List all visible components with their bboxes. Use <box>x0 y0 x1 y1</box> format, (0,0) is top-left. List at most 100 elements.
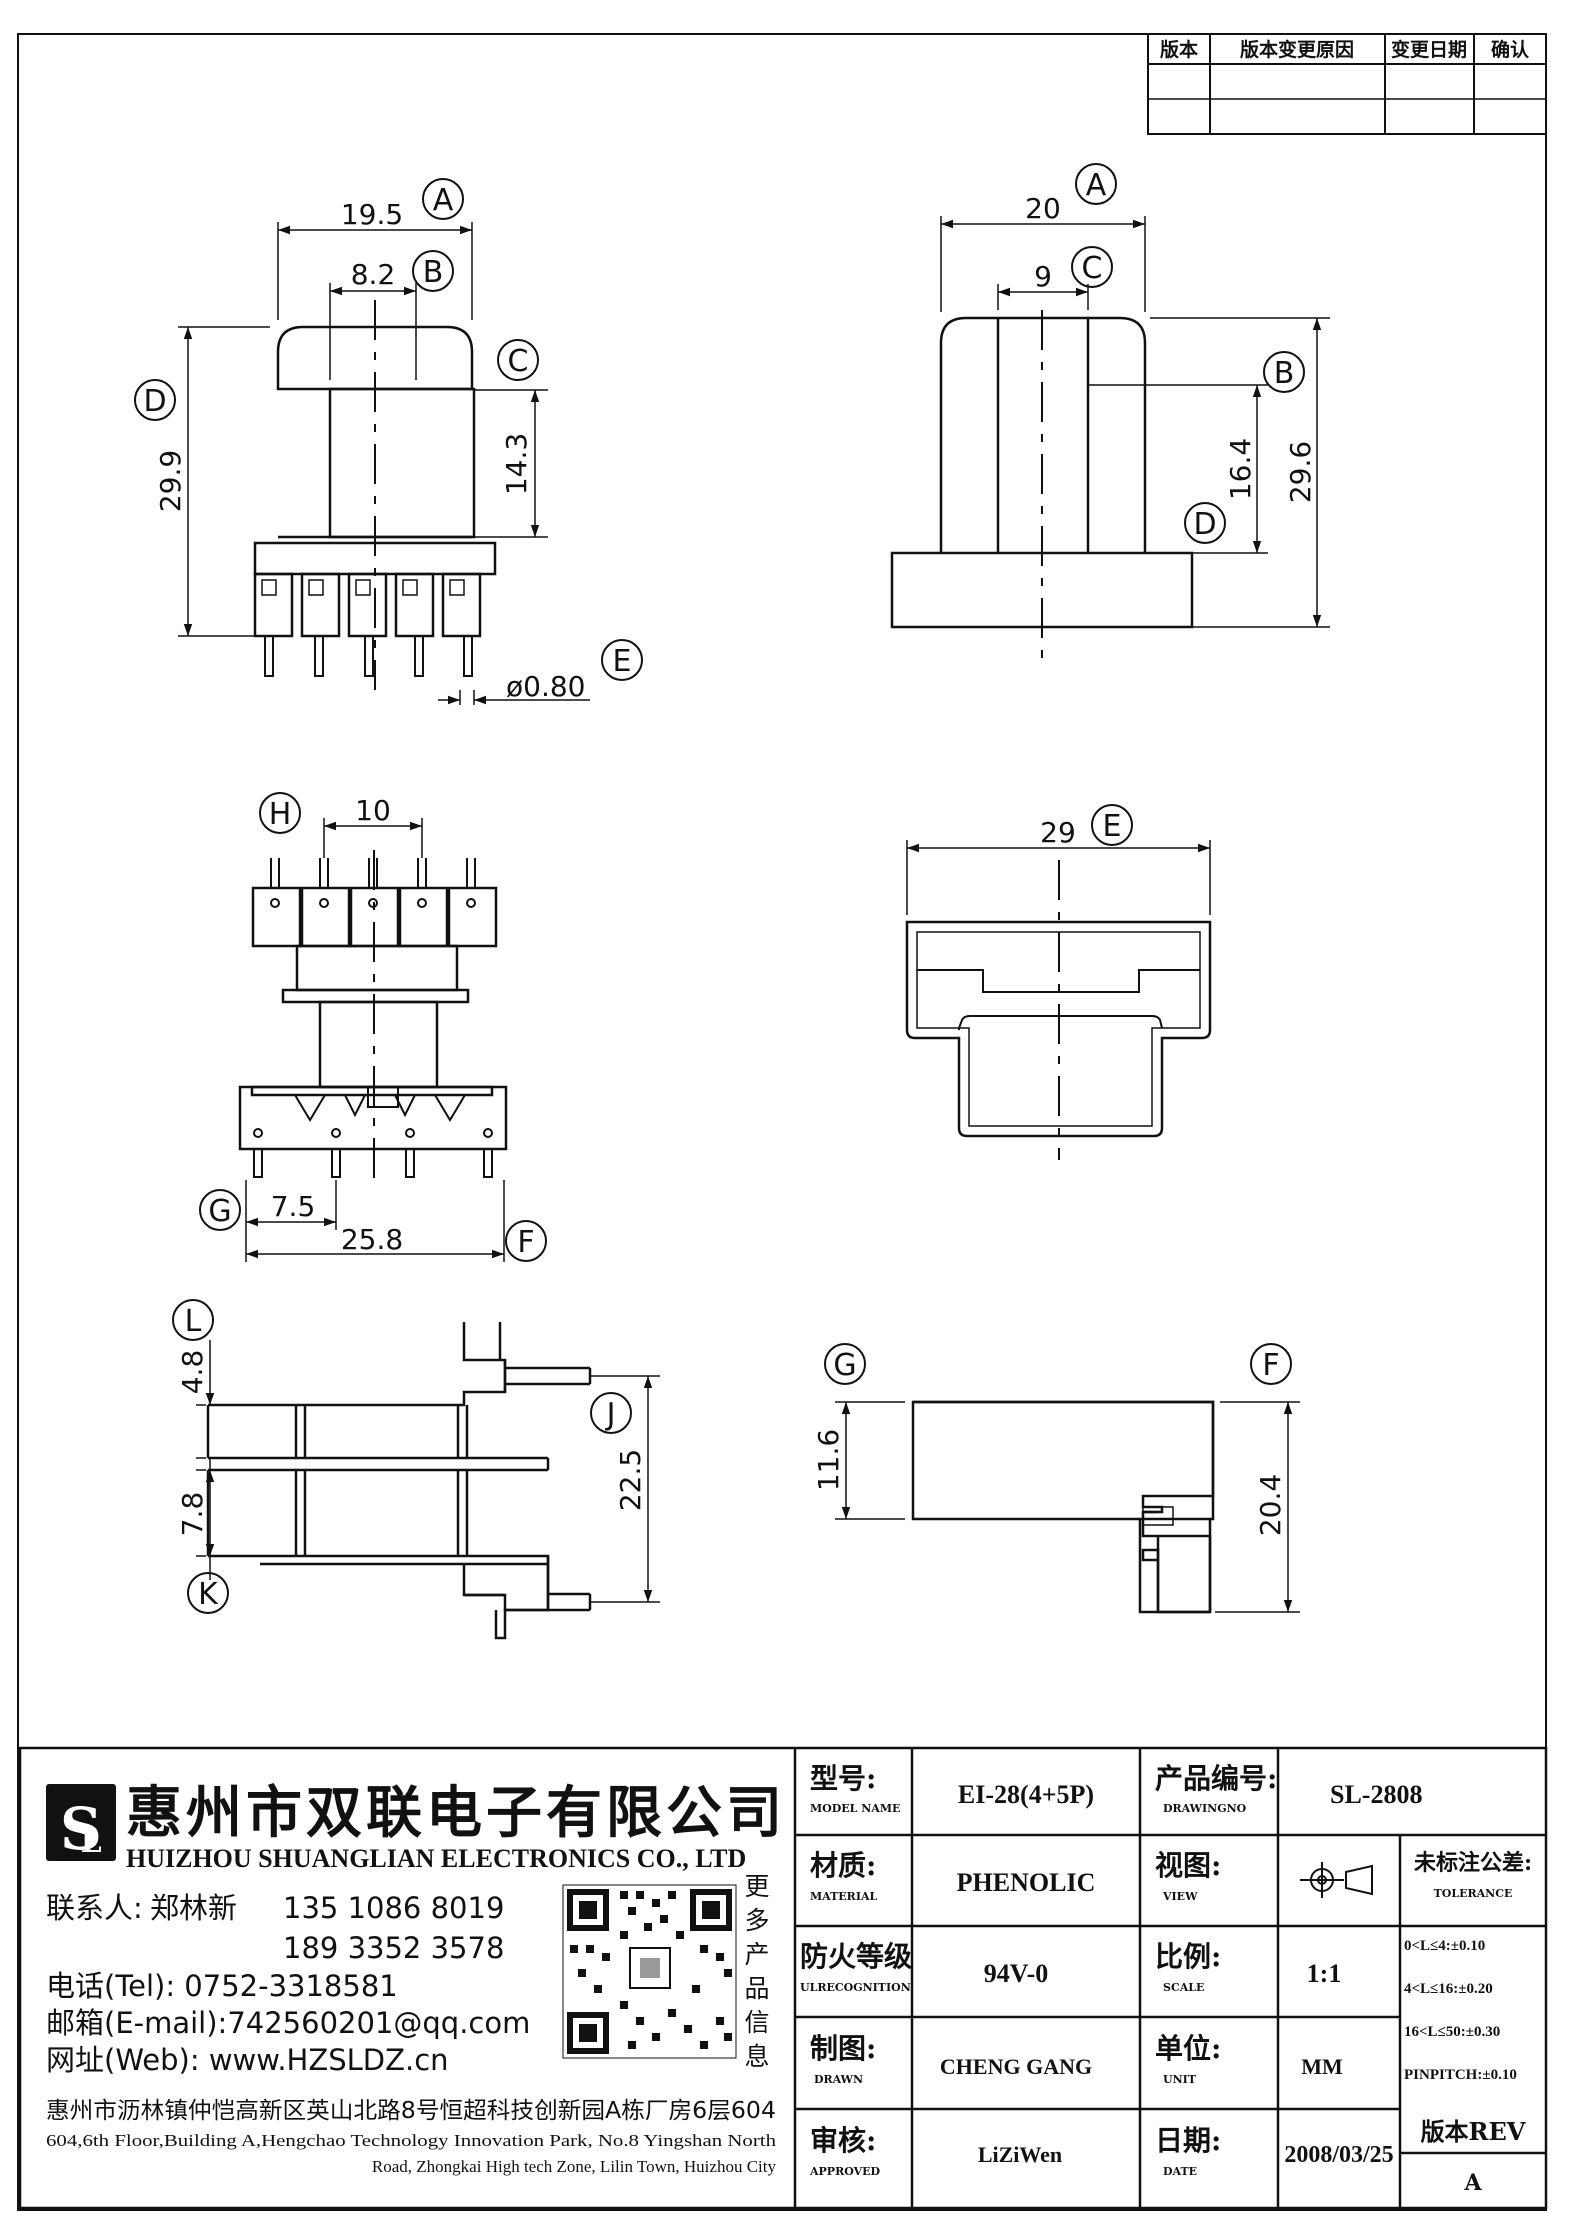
dim-bottom-row-start: 7.5 <box>271 1190 316 1223</box>
value-flame: 94V-0 <box>984 1959 1049 1988</box>
bubble-b-front: B <box>423 255 444 290</box>
front-view <box>253 300 497 690</box>
more-info-char-6: 息 <box>744 2042 769 2071</box>
more-info-char-2: 多 <box>744 1906 769 1935</box>
value-scale: 1:1 <box>1307 1959 1342 1988</box>
top-view-dimensions <box>906 840 1211 915</box>
label-drawing-no: 产品编号: <box>1155 1762 1277 1795</box>
right-profile-bubbles <box>824 1343 1292 1385</box>
company-name-en: HUIZHOU SHUANGLIAN ELECTRONICS CO., LTD <box>126 1844 746 1873</box>
front-view-bubbles <box>134 178 643 681</box>
svg-text:L: L <box>80 1825 101 1860</box>
value-approved: LiZiWen <box>978 2142 1062 2167</box>
label-drawing-no-en: DRAWINGNO <box>1163 1802 1247 1815</box>
bubble-d-side: D <box>1193 507 1216 542</box>
label-drawn-en: DRAWN <box>814 2073 863 2086</box>
label-view: 视图: <box>1155 1849 1221 1882</box>
label-tolerance-en: TOLERANCE <box>1434 1887 1513 1900</box>
label-tolerance: 未标注公差: <box>1414 1850 1532 1876</box>
more-info-char-1: 更 <box>744 1872 769 1901</box>
address-en-line-1: 604,6th Floor,Building A,Hengchao Techno… <box>46 2131 777 2150</box>
contact-tel: 电话(Tel): 0752-3318581 <box>46 1969 398 2003</box>
bubble-j-left: J <box>605 1397 616 1432</box>
dim-side-window-height: 16.4 <box>1224 438 1257 500</box>
top-view <box>905 860 1212 1160</box>
rev-header-confirm: 确认 <box>1491 38 1529 61</box>
more-info-char-4: 品 <box>744 1974 769 2003</box>
value-model: EI-28(4+5P) <box>958 1780 1094 1809</box>
dim-right-total-height: 20.4 <box>1254 1474 1287 1536</box>
rev-header-reason: 版本变更原因 <box>1240 38 1354 61</box>
label-scale: 比例: <box>1155 1940 1221 1973</box>
company-logo: S L <box>46 1784 116 1863</box>
bubble-c-front: C <box>508 344 529 379</box>
bubble-h-bottom: H <box>269 797 292 832</box>
dim-left-lower-height: 7.8 <box>176 1492 209 1537</box>
dim-left-upper-height: 4.8 <box>176 1350 209 1395</box>
value-date: 2008/03/25 <box>1284 2142 1393 2168</box>
side-view <box>890 310 1194 660</box>
projection-symbol-icon <box>1300 1862 1373 1898</box>
label-rev: 版本REV <box>1421 2117 1526 2146</box>
dim-front-total-height: 29.9 <box>154 450 187 512</box>
dim-right-height: 11.6 <box>812 1429 845 1491</box>
dim-top-width: 29 <box>1040 816 1076 849</box>
contact-phone-1: 135 1086 8019 <box>283 1891 504 1925</box>
more-info-char-3: 产 <box>744 1940 769 1969</box>
left-profile-dimensions <box>196 1340 660 1603</box>
tolerance-row-2: 4<L≤16:±0.20 <box>1404 1981 1493 1997</box>
bottom-view-dimensions <box>245 818 505 1262</box>
bubble-f-bottom: F <box>517 1225 534 1260</box>
bottom-view-bubbles <box>199 792 547 1262</box>
label-drawn: 制图: <box>810 2032 876 2065</box>
rev-header-version: 版本 <box>1160 38 1198 61</box>
bubble-b-side: B <box>1274 356 1295 391</box>
label-approved-en: APPROVED <box>809 2165 881 2178</box>
company-name-cn: 惠州市双联电子有限公司 <box>126 1780 786 1846</box>
bubble-k-left: K <box>198 1577 219 1612</box>
front-view-dimensions <box>178 222 590 705</box>
revision-table: 版本 版本变更原因 变更日期 确认 <box>1147 33 1547 135</box>
label-date-en: DATE <box>1163 2165 1197 2178</box>
right-profile-dimensions <box>835 1401 1300 1613</box>
qr-code <box>562 1884 737 2059</box>
dim-bottom-total-width: 25.8 <box>341 1223 403 1256</box>
dim-bottom-pin-pitch: 10 <box>355 794 391 827</box>
label-approved: 审核: <box>810 2124 876 2157</box>
right-profile-view <box>911 1400 1215 1614</box>
contact-phone-2: 189 3352 3578 <box>283 1931 504 1965</box>
bubble-g-right: G <box>833 1348 856 1383</box>
label-date: 日期: <box>1155 2124 1221 2157</box>
address-en-line-2: Road, Zhongkai High tech Zone, Lilin Tow… <box>372 2157 777 2176</box>
address-cn: 惠州市沥林镇仲恺高新区英山北路8号恒超科技创新园A栋厂房6层604 <box>46 2098 776 2124</box>
dim-front-window-height: 14.3 <box>500 433 533 495</box>
dim-side-width: 20 <box>1025 192 1061 225</box>
contact-name: 郑林新 <box>150 1891 237 1925</box>
bottom-view <box>238 850 508 1180</box>
dim-pin-diameter: ø0.80 <box>506 670 585 703</box>
bubble-c-side: C <box>1082 251 1103 286</box>
title-block-frame <box>18 1746 1548 2210</box>
bubble-e-top: E <box>1103 809 1122 844</box>
value-rev: A <box>1463 2170 1482 2196</box>
rev-header-date: 变更日期 <box>1391 38 1467 61</box>
bubble-d-front: D <box>143 384 166 419</box>
label-material: 材质: <box>810 1849 876 1882</box>
dim-front-inner-width: 8.2 <box>351 258 396 291</box>
bubble-l-left: L <box>185 1304 202 1339</box>
dim-side-inner-width: 9 <box>1034 260 1052 293</box>
contact-email: 邮箱(E-mail):742560201@qq.com <box>46 2006 530 2040</box>
value-drawing-no: SL-2808 <box>1330 1780 1422 1809</box>
value-material: PHENOLIC <box>957 1868 1096 1897</box>
label-flame: 防火等级 <box>800 1940 912 1973</box>
left-profile-view <box>206 1322 592 1640</box>
bubble-e-front: E <box>613 644 632 679</box>
dim-left-total-height: 22.5 <box>614 1449 647 1511</box>
bubble-g-bottom: G <box>208 1194 231 1229</box>
label-unit: 单位: <box>1155 2032 1221 2065</box>
more-info-char-5: 信 <box>744 2008 769 2037</box>
left-profile-bubbles <box>172 1299 632 1614</box>
label-view-en: VIEW <box>1162 1890 1198 1903</box>
bubble-a-front: A <box>433 183 454 218</box>
